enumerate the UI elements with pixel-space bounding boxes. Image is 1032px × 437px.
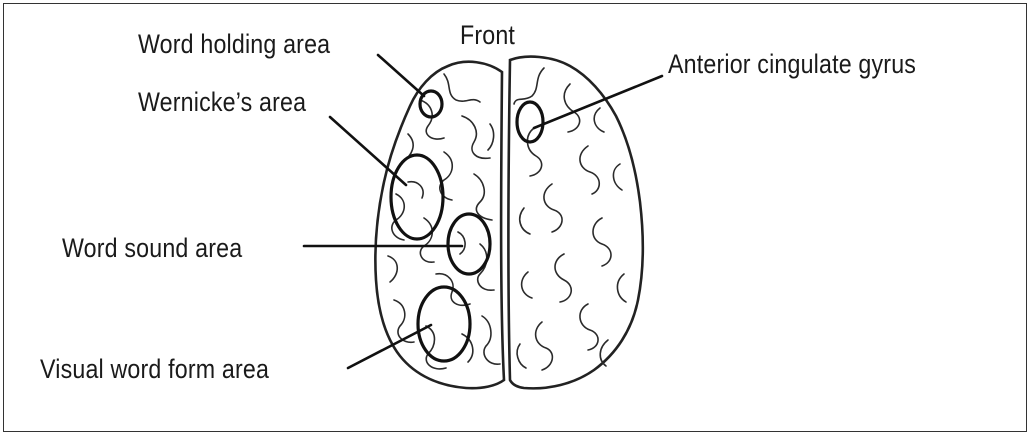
- visual-word-form-area-label: Visual word form area: [40, 356, 269, 383]
- word-sound-area-label: Word sound area: [62, 235, 242, 262]
- anterior-cingulate-gyrus-label: Anterior cingulate gyrus: [668, 51, 916, 78]
- word-holding-area-label: Word holding area: [138, 31, 330, 58]
- wernickes-area-label: Wernicke’s area: [138, 89, 306, 116]
- right-hemisphere: [509, 57, 643, 389]
- brain-diagram-frame: Front Word holding area Wernicke’s area …: [3, 3, 1027, 432]
- word-holding-area-leader: [378, 55, 424, 96]
- front-label: Front: [460, 22, 515, 49]
